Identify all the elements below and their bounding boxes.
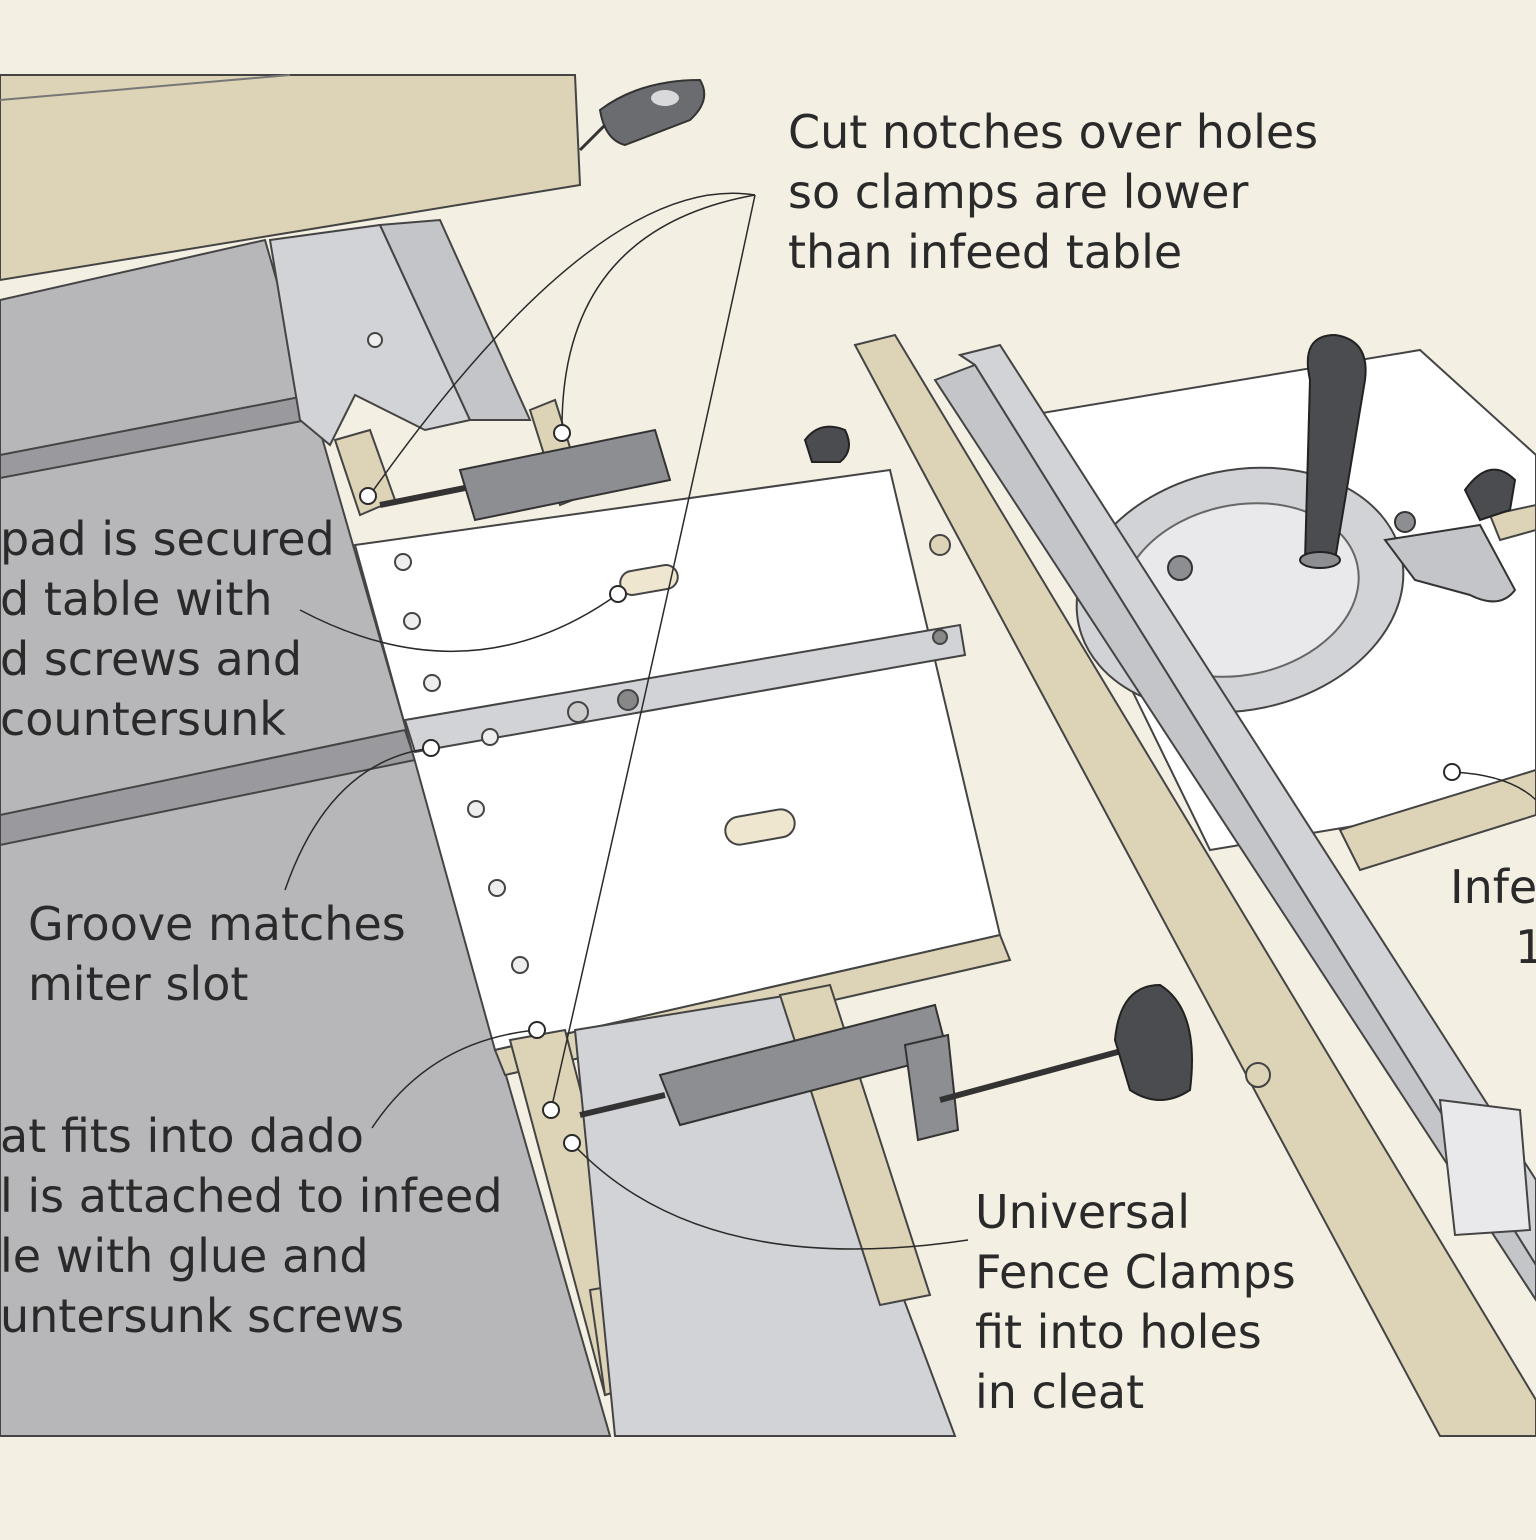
lower-clamp-screw-left xyxy=(579,1092,666,1118)
leader-lines xyxy=(284,192,1536,1250)
handle-stem xyxy=(578,123,607,152)
callout-notches: Cut notches over holes so clamps are low… xyxy=(788,105,1333,279)
small-knob xyxy=(803,425,850,463)
infeed-slot-upper xyxy=(619,564,679,596)
callout-clamps: Universal Fence Clamps fit into holes in… xyxy=(975,1185,1310,1419)
lock-knob xyxy=(1463,468,1517,522)
fence-screw-lower xyxy=(1245,1062,1271,1088)
aluminum-fence-extrusion xyxy=(957,343,1536,1267)
handle-base xyxy=(1299,551,1341,569)
upper-fence-clamp-body xyxy=(458,428,672,522)
callout-pad: pad is secured d table with d screws and… xyxy=(0,512,349,746)
leader-dots xyxy=(359,424,1461,1152)
router-table-edge xyxy=(1338,768,1536,872)
countersunk-screws xyxy=(394,553,948,974)
infeed-groove xyxy=(403,623,967,754)
fence-rail-tube xyxy=(378,218,532,421)
lower-clamp-knob xyxy=(1113,983,1193,1101)
lock-bolt xyxy=(1394,511,1416,533)
upper-clamp-screw xyxy=(379,485,466,508)
saw-table xyxy=(0,238,612,1437)
insert-bolt xyxy=(1167,555,1193,581)
miter-lock-plate xyxy=(1383,523,1517,603)
rail-screw xyxy=(367,332,383,348)
callout-groove: Groove matches miter slot xyxy=(28,897,420,1011)
extrusion-end xyxy=(1438,1098,1532,1237)
lower-clamp-screw-right xyxy=(939,1047,1126,1103)
fence-screw-upper xyxy=(929,534,951,556)
callout-cleat: at fits into dado l is attached to infee… xyxy=(0,1109,517,1343)
lower-saw-rail xyxy=(573,993,957,1437)
callout-infeed: Infe 1 xyxy=(1450,860,1536,974)
saw-fence-body xyxy=(0,74,582,282)
router-lift-handle xyxy=(1303,333,1367,561)
lower-clamp-jaw xyxy=(903,1033,960,1142)
fence-face xyxy=(933,363,1536,1302)
infeed-slot-lower xyxy=(724,808,796,846)
router-fence-wood xyxy=(853,333,1536,1437)
saw-fence-edge xyxy=(0,74,291,101)
handle-highlight xyxy=(651,90,679,106)
